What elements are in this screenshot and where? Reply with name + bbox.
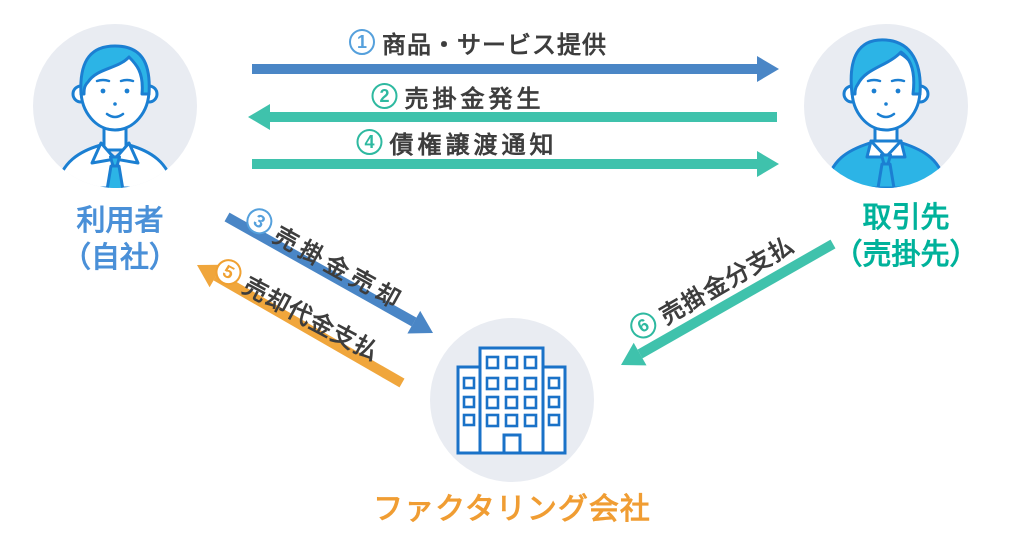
factoring-company-label: ファクタリング会社 — [373, 493, 651, 526]
flow-2-number-badge: 2 — [371, 83, 398, 109]
flow-4-number-badge: 4 — [356, 129, 383, 155]
flow-4-label: 4 債権譲渡通知 — [356, 127, 558, 159]
flow-4-text: 債権譲渡通知 — [389, 131, 558, 159]
businessman-avatar-icon — [804, 24, 968, 188]
user-avatar — [33, 24, 197, 188]
user-label: 利用者 （自社） — [62, 203, 178, 277]
flow-2-label: 2 売掛金発生 — [371, 81, 545, 113]
flow-6-arrow — [621, 239, 836, 366]
flow-2-text: 売掛金発生 — [404, 85, 545, 113]
factoring-company-node — [430, 318, 594, 482]
partner-label-line1: 取引先 — [862, 202, 950, 234]
partner-avatar — [804, 24, 968, 188]
flow-4-arrow — [252, 151, 779, 177]
flow-1-text: 商品・サービス提供 — [382, 31, 607, 59]
user-avatar-icon — [33, 24, 197, 188]
building-icon — [430, 318, 594, 482]
partner-label-line2: （売掛先） — [833, 239, 979, 271]
partner-label: 取引先 （売掛先） — [833, 200, 978, 274]
flow-1-number-badge: 1 — [349, 29, 375, 55]
flow-2-arrow — [248, 104, 777, 130]
flow-1-arrow — [252, 56, 779, 82]
flow-1-label: 1 商品・サービス提供 — [349, 27, 607, 59]
user-label-line1: 利用者 — [76, 205, 164, 237]
user-label-line2: （自社） — [61, 242, 179, 274]
